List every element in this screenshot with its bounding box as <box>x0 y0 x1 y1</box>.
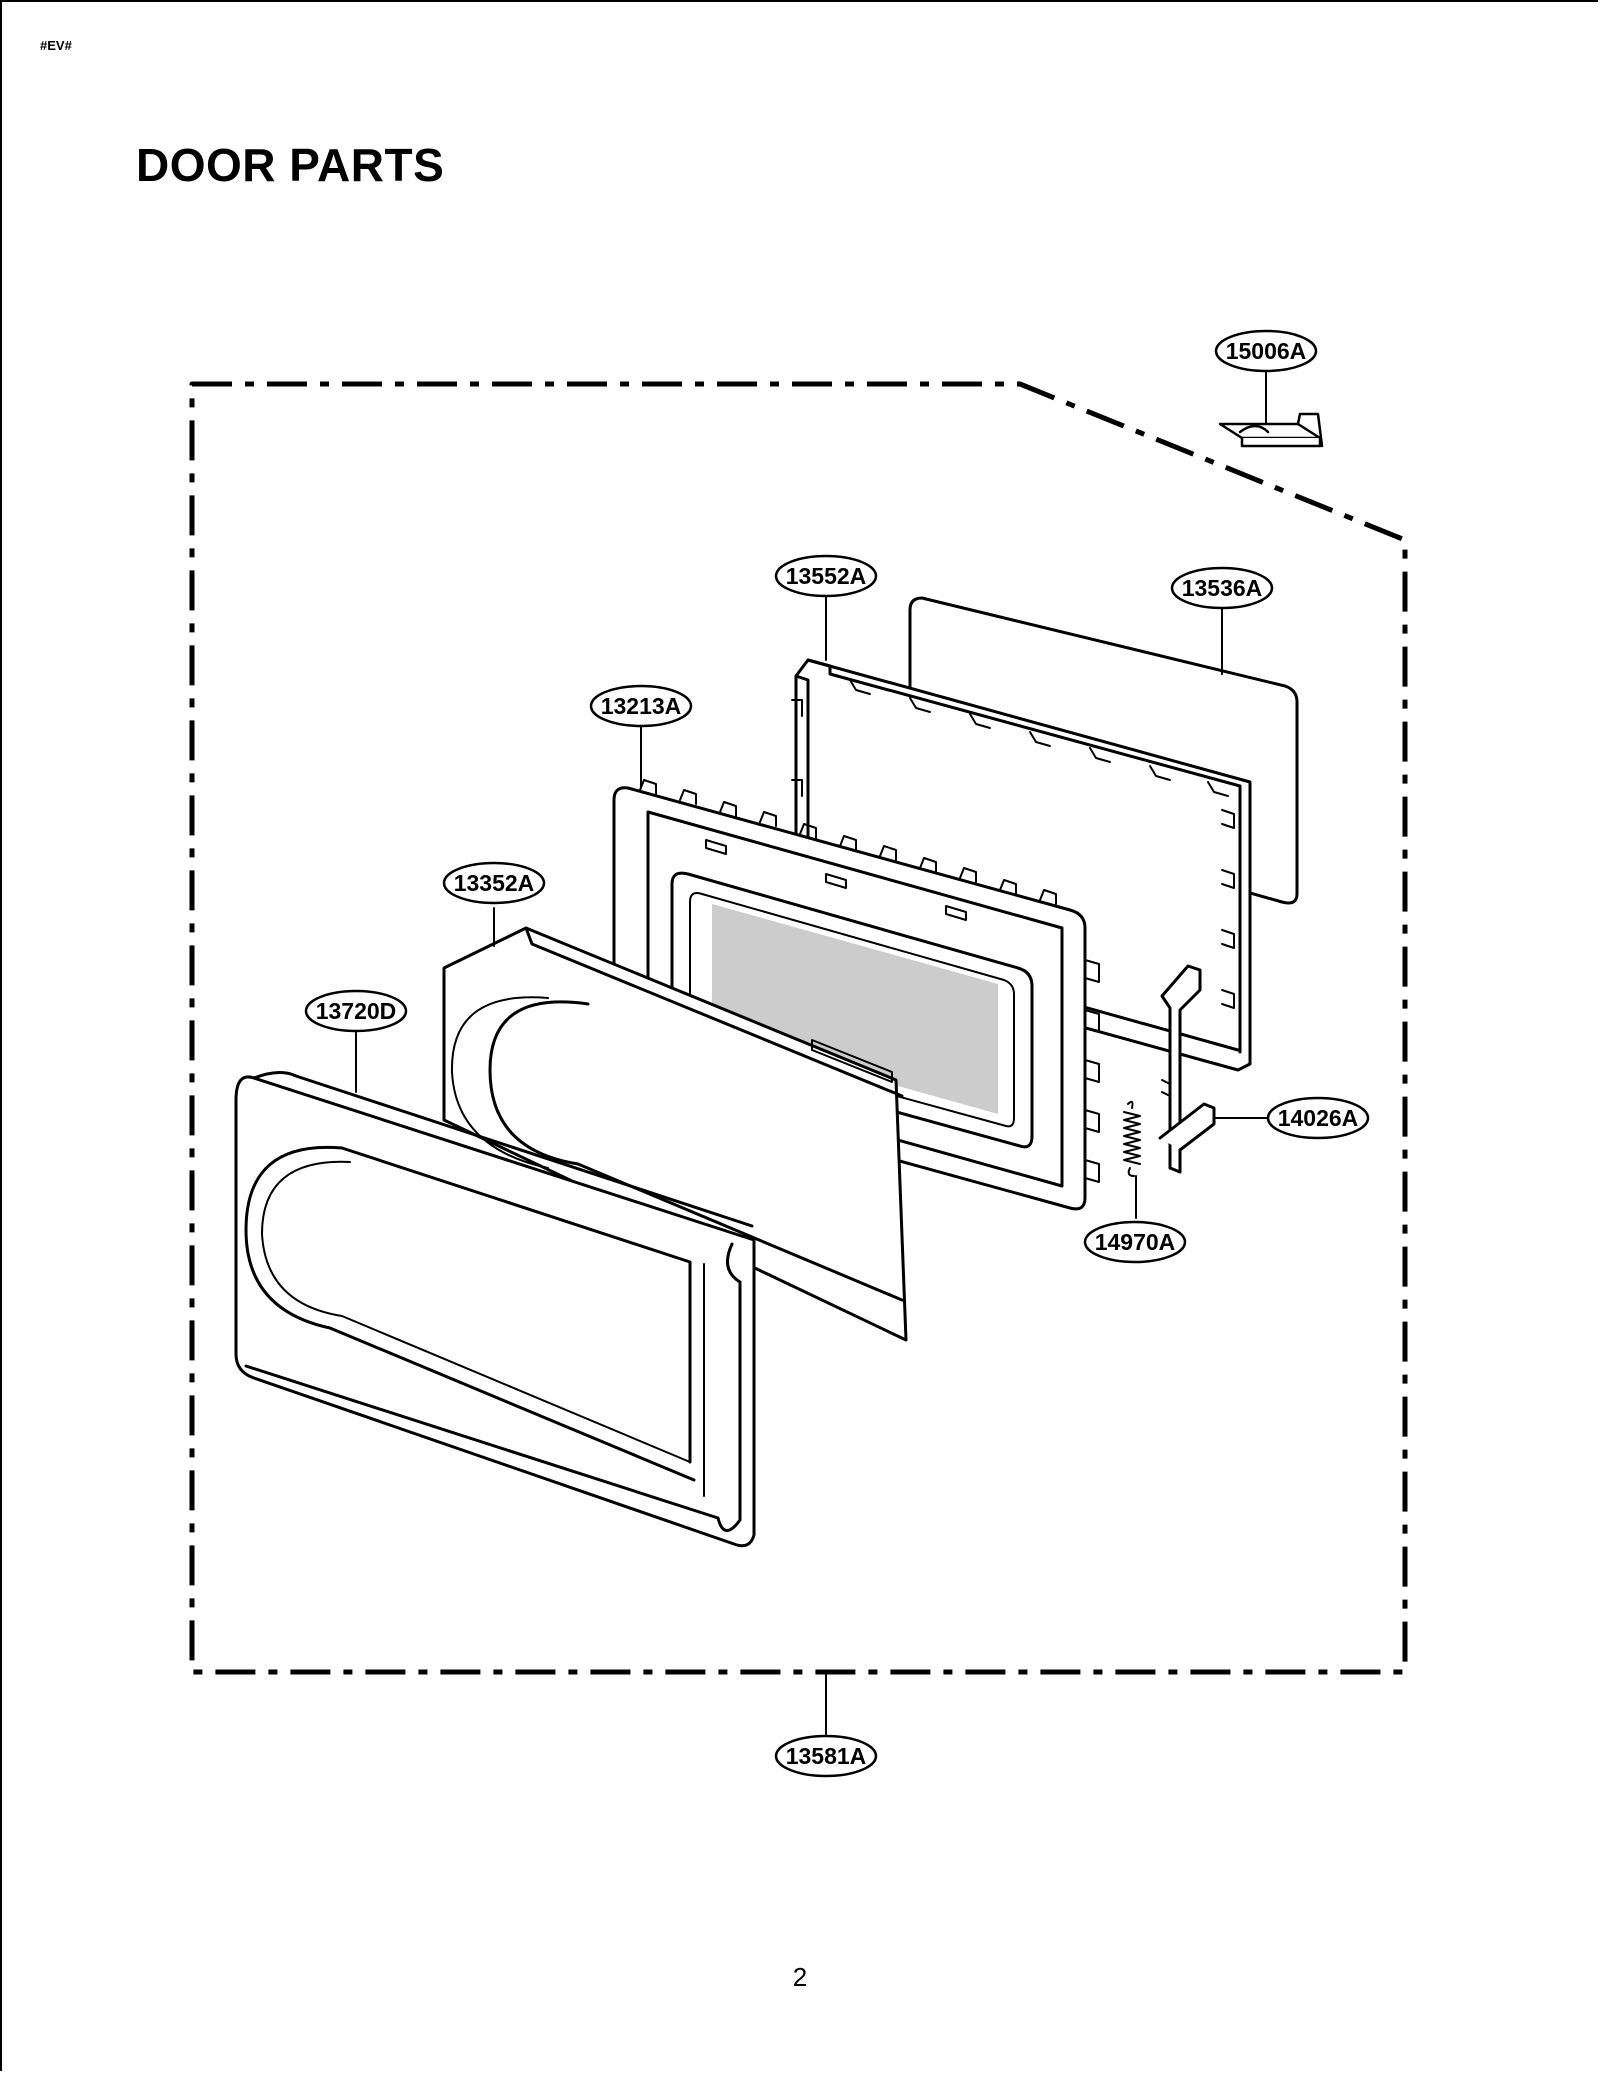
callout-13581a: 13581A <box>774 1734 878 1778</box>
callout-15006a: 15006A <box>1214 329 1318 373</box>
spring-icon <box>1123 1100 1141 1177</box>
assembly-boundary <box>189 381 1408 1675</box>
callout-13720d: 13720D <box>304 989 408 1033</box>
callout-label-13581a: 13581A <box>786 1743 867 1769</box>
document-code: #EV# <box>40 38 72 53</box>
callout-label-15006a: 15006A <box>1226 338 1307 364</box>
callout-13552a: 13552A <box>774 554 878 598</box>
latch-lever-icon <box>1158 964 1216 1174</box>
page-title: DOOR PARTS <box>136 139 445 191</box>
callout-13536a: 13536A <box>1170 566 1274 610</box>
callout-label-13720d: 13720D <box>316 998 397 1024</box>
callout-14026a: 14026A <box>1266 1096 1370 1140</box>
callout-label-14026a: 14026A <box>1278 1105 1359 1131</box>
callout-14970a: 14970A <box>1083 1220 1187 1264</box>
callout-13352a: 13352A <box>442 861 546 905</box>
callout-label-13213a: 13213A <box>601 693 682 719</box>
callout-label-13352a: 13352A <box>454 870 535 896</box>
page-number: 2 <box>792 1962 808 1992</box>
choke-cover-icon <box>442 926 908 1342</box>
latch-hook-icon <box>1218 412 1324 448</box>
front-cover-icon <box>234 1071 756 1548</box>
callout-13213a: 13213A <box>589 684 693 728</box>
callout-label-13536a: 13536A <box>1182 575 1263 601</box>
callout-label-14970a: 14970A <box>1095 1229 1176 1255</box>
callout-label-13552a: 13552A <box>786 563 867 589</box>
